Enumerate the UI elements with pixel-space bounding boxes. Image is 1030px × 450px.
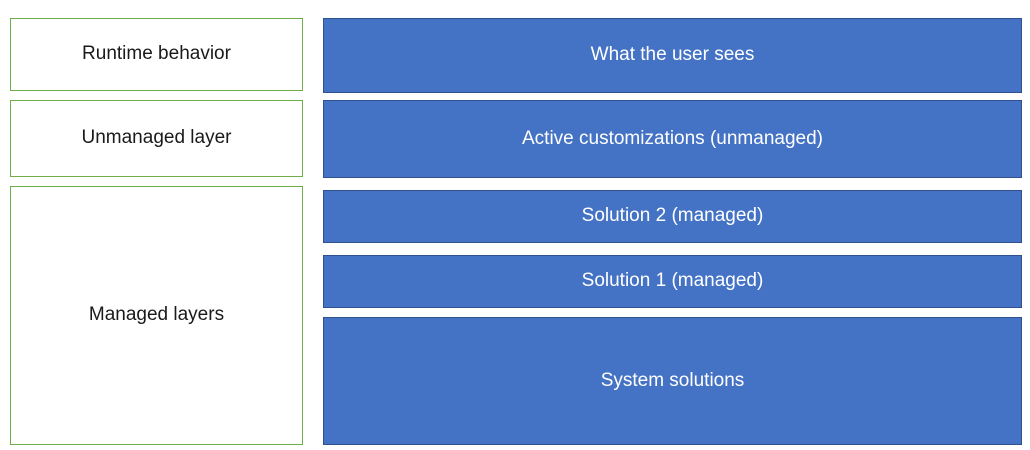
layer-box-label: Managed layers [88, 304, 225, 326]
solution-box-what-the-user-sees: What the user sees [323, 18, 1022, 93]
solution-box-label: Active customizations (unmanaged) [522, 127, 823, 149]
solution-box-system-solutions: System solutions [323, 317, 1022, 445]
layer-box-managed-layers: Managed layers [10, 186, 303, 445]
layer-box-label: Runtime behavior [82, 43, 231, 65]
solution-box-label: System solutions [600, 369, 745, 391]
layer-box-label: Unmanaged layer [81, 127, 232, 149]
solution-box-label: What the user sees [590, 44, 755, 66]
solution-box-label: Solution 1 (managed) [581, 270, 764, 292]
solution-box-solution-1: Solution 1 (managed) [323, 255, 1022, 308]
solution-box-active-customizations: Active customizations (unmanaged) [323, 100, 1022, 178]
layer-box-unmanaged-layer: Unmanaged layer [10, 100, 303, 177]
solution-box-solution-2: Solution 2 (managed) [323, 190, 1022, 243]
layer-box-runtime-behavior: Runtime behavior [10, 18, 303, 91]
solution-box-label: Solution 2 (managed) [581, 205, 764, 227]
